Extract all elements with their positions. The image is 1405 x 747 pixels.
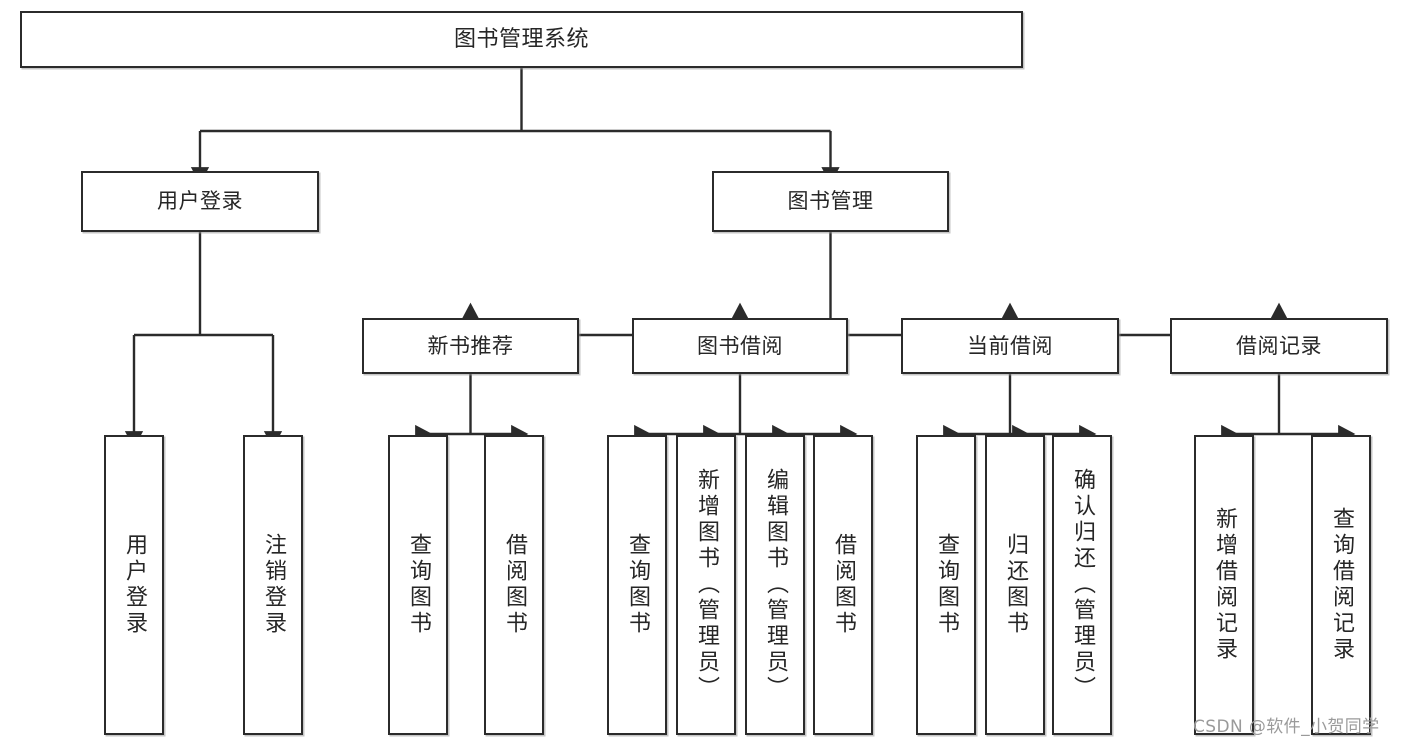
node-label-book-manage: 图书管理: [787, 189, 874, 214]
node-label-leaf-confirm-return: 确认归还（管理员）: [1070, 468, 1095, 702]
node-label-leaf-borrow-book: 借阅图书: [831, 533, 856, 637]
node-label-book-borrow: 图书借阅: [697, 333, 783, 358]
node-leaf-user-login[interactable]: 用户登录: [104, 435, 164, 735]
node-label-new-book-recommend: 新书推荐: [427, 333, 514, 358]
node-leaf-query-record[interactable]: 查询借阅记录: [1311, 435, 1371, 735]
node-label-leaf-user-login: 用户登录: [122, 533, 147, 637]
node-leaf-return-book[interactable]: 归还图书: [985, 435, 1045, 735]
node-user-login[interactable]: 用户登录: [81, 171, 319, 232]
node-label-leaf-query-book-borrow: 查询图书: [625, 533, 650, 637]
node-root[interactable]: 图书管理系统: [20, 11, 1023, 68]
node-new-book-recommend[interactable]: 新书推荐: [362, 318, 579, 374]
node-label-leaf-borrow-book-rec: 借阅图书: [502, 533, 527, 637]
node-label-leaf-query-book-rec: 查询图书: [406, 533, 431, 637]
node-label-borrow-record: 借阅记录: [1236, 333, 1322, 358]
node-label-leaf-add-book: 新增图书（管理员）: [694, 468, 719, 702]
node-label-leaf-query-record: 查询借阅记录: [1329, 507, 1354, 663]
node-label-current-borrow: 当前借阅: [967, 333, 1053, 358]
node-label-leaf-add-record: 新增借阅记录: [1212, 507, 1237, 663]
node-leaf-edit-book[interactable]: 编辑图书（管理员）: [745, 435, 805, 735]
node-label-leaf-query-book-cur: 查询图书: [934, 533, 959, 637]
node-label-leaf-return-book: 归还图书: [1003, 533, 1028, 637]
node-leaf-add-book[interactable]: 新增图书（管理员）: [676, 435, 736, 735]
node-leaf-query-book-cur[interactable]: 查询图书: [916, 435, 976, 735]
node-label-root: 图书管理系统: [453, 26, 589, 52]
node-leaf-query-book-borrow[interactable]: 查询图书: [607, 435, 667, 735]
node-current-borrow[interactable]: 当前借阅: [901, 318, 1119, 374]
node-leaf-query-book-rec[interactable]: 查询图书: [388, 435, 448, 735]
node-label-user-login: 用户登录: [157, 189, 243, 214]
node-book-borrow[interactable]: 图书借阅: [632, 318, 848, 374]
node-label-leaf-edit-book: 编辑图书（管理员）: [763, 468, 788, 702]
node-label-leaf-logout: 注销登录: [261, 533, 286, 637]
node-book-manage[interactable]: 图书管理: [712, 171, 949, 232]
node-leaf-borrow-book-rec[interactable]: 借阅图书: [484, 435, 544, 735]
node-borrow-record[interactable]: 借阅记录: [1170, 318, 1388, 374]
node-leaf-add-record[interactable]: 新增借阅记录: [1194, 435, 1254, 735]
node-leaf-confirm-return[interactable]: 确认归还（管理员）: [1052, 435, 1112, 735]
node-leaf-logout[interactable]: 注销登录: [243, 435, 303, 735]
node-leaf-borrow-book[interactable]: 借阅图书: [813, 435, 873, 735]
